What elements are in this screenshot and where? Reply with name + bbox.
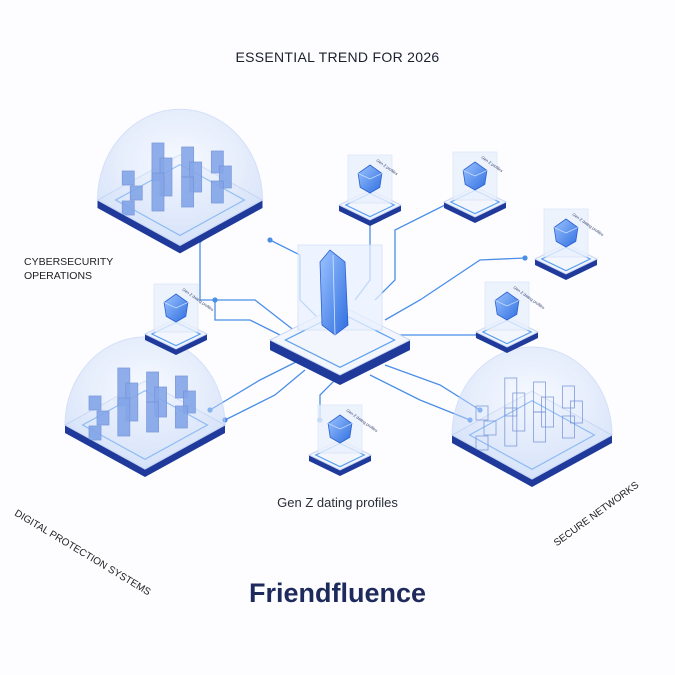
line-to-secure-dome bbox=[369, 374, 471, 421]
label-line: OPERATIONS bbox=[24, 270, 93, 282]
crystal-facet bbox=[163, 302, 189, 309]
secure-networks-dome bbox=[450, 346, 614, 487]
cybersecurity-dome bbox=[96, 108, 264, 254]
pad-base bbox=[339, 205, 401, 226]
crystal-facet bbox=[327, 423, 353, 430]
profile-pod: Gen Z dating profiles bbox=[143, 283, 215, 355]
pad-base bbox=[145, 334, 207, 355]
profile-pod: Gen Z dating profiles bbox=[474, 281, 546, 353]
central-hub bbox=[268, 244, 412, 385]
line-to-digital-dome-2 bbox=[224, 369, 306, 421]
connection-node bbox=[522, 255, 528, 261]
crystal-facet bbox=[332, 254, 336, 336]
label-cybersecurity-operations: CYBERSECURITY OPERATIONS bbox=[24, 255, 113, 283]
pad-base bbox=[444, 202, 506, 223]
pad-base bbox=[270, 340, 410, 385]
glass-dome bbox=[451, 346, 613, 480]
line-to-cyber-dome bbox=[199, 240, 301, 336]
line-to-pod-2 bbox=[374, 199, 456, 301]
crystal-facet bbox=[462, 170, 488, 177]
glass-dome bbox=[96, 108, 264, 246]
label-gen-z-dating-profiles: Gen Z dating profiles bbox=[277, 495, 398, 510]
glass-dome bbox=[64, 336, 226, 470]
pad-base bbox=[476, 332, 538, 353]
pad-base bbox=[309, 455, 371, 476]
profile-pod: Gen Z dating profiles bbox=[307, 404, 379, 476]
profile-pod: Gen Z profiles bbox=[337, 154, 403, 226]
page-title: ESSENTIAL TREND FOR 2026 bbox=[235, 49, 440, 65]
pad-base bbox=[535, 259, 597, 280]
label-line: CYBERSECURITY bbox=[24, 256, 114, 268]
profile-pod: Gen Z dating profiles bbox=[533, 208, 605, 280]
line-to-digital-dome bbox=[209, 359, 301, 411]
crystal-facet bbox=[553, 227, 579, 234]
digital-protection-dome bbox=[63, 336, 227, 477]
crystal-facet bbox=[494, 300, 520, 307]
line-to-pod-3 bbox=[384, 257, 526, 321]
pad-glow bbox=[284, 312, 396, 368]
profile-pod: Gen Z profiles bbox=[442, 151, 508, 223]
crystal-facet bbox=[357, 173, 383, 180]
connection-node bbox=[267, 237, 273, 243]
line-to-left-pod bbox=[214, 300, 301, 346]
brand-name: Friendfluence bbox=[248, 578, 427, 608]
